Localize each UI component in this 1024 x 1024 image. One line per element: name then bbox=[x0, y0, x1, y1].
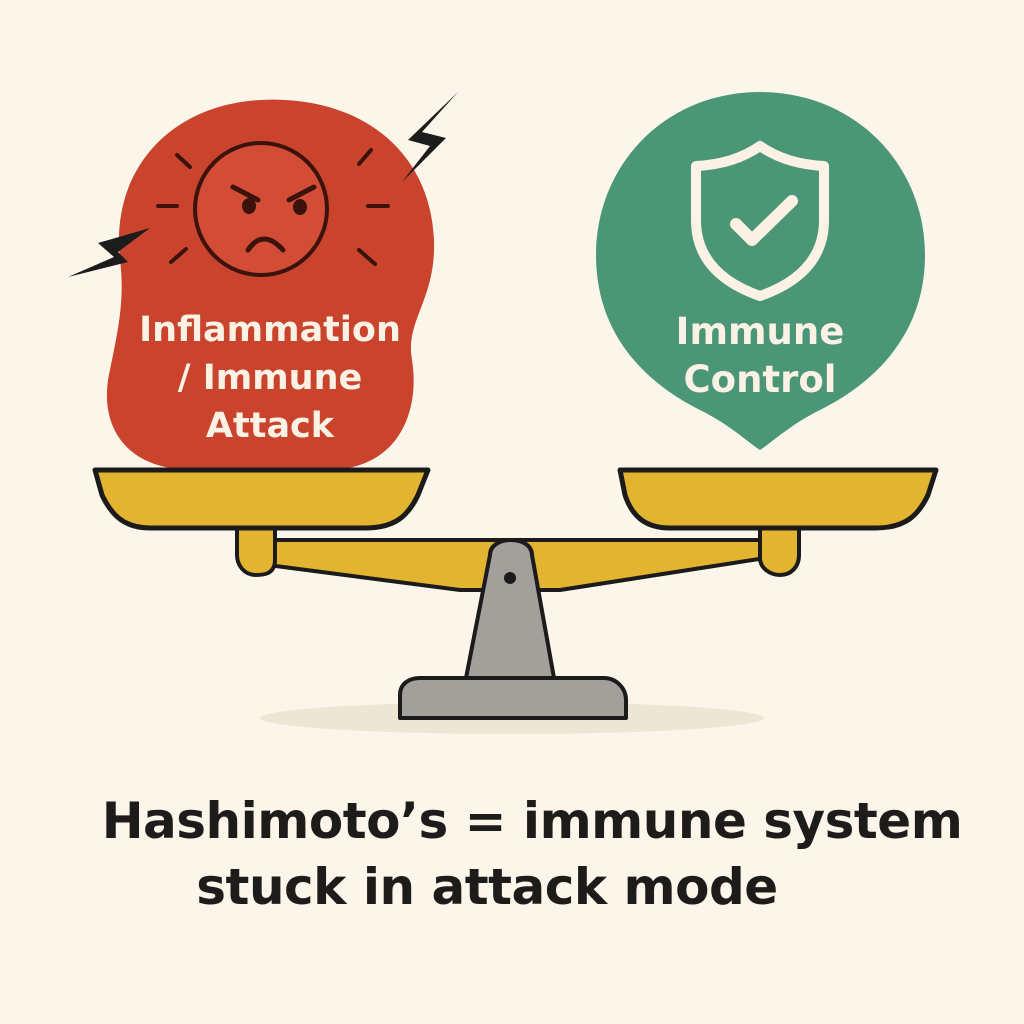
pivot-dot bbox=[504, 572, 516, 584]
scale-base bbox=[398, 676, 628, 720]
inflammation-blob bbox=[106, 99, 435, 470]
caption: Hashimoto’s = immune system stuck in att… bbox=[0, 788, 1024, 920]
immune-control-label: Immune Control bbox=[620, 308, 900, 404]
angry-face-icon bbox=[156, 141, 390, 277]
label-line: / Immune bbox=[177, 358, 363, 398]
label-line: Control bbox=[683, 358, 837, 401]
left-hanger bbox=[235, 523, 277, 578]
scale-post bbox=[464, 538, 556, 680]
label-line: Attack bbox=[205, 406, 335, 446]
right-hanger bbox=[758, 523, 801, 578]
lightning-bolt-icon bbox=[402, 92, 458, 182]
caption-line-2: stuck in attack mode bbox=[196, 858, 778, 916]
eyes bbox=[242, 198, 307, 215]
right-pan bbox=[617, 467, 939, 531]
lightning-bolt-icon bbox=[68, 228, 150, 277]
caption-line-1: Hashimoto’s = immune system bbox=[101, 792, 963, 850]
immune-control-blob bbox=[596, 92, 925, 450]
shield-check-icon bbox=[691, 141, 829, 301]
inflammation-label: Inflammation / Immune Attack bbox=[120, 306, 420, 450]
label-line: Immune bbox=[675, 310, 845, 353]
label-line: Inflammation bbox=[139, 310, 401, 350]
left-pan bbox=[92, 467, 431, 531]
